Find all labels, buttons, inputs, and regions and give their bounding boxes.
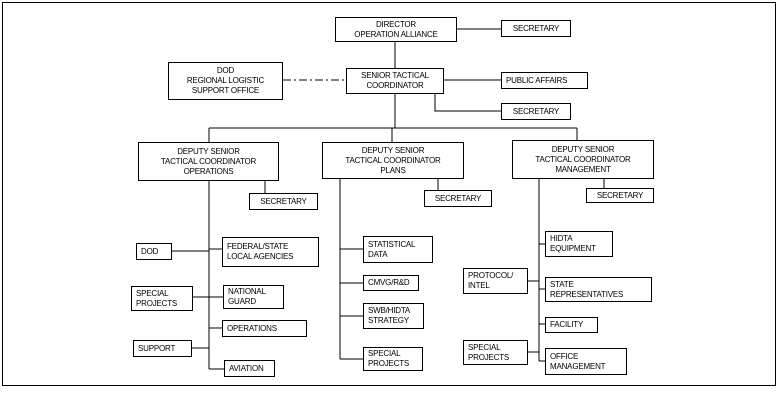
support-box: SUPPORT <box>133 340 192 357</box>
director-secretary-box: SECRETARY <box>501 20 571 37</box>
box-label-line: SUPPORT <box>138 343 176 353</box>
box-label-line: PROJECTS <box>468 352 510 362</box>
box-label-line: PUBLIC AFFAIRS <box>506 75 568 85</box>
box-label-line: LOCAL AGENCIES <box>227 252 294 261</box>
box-label-line: SECRETARY <box>260 196 307 206</box>
box-label-line: DIRECTOR <box>375 19 417 29</box>
box-label-line: PLANS <box>380 165 406 175</box>
box-label-line: MANAGEMENT <box>555 164 611 174</box>
chart-frame <box>2 2 776 386</box>
box-label-line: SUPPORT OFFICE <box>191 86 260 95</box>
box-label-line: STRATEGY <box>368 316 409 325</box>
box-label-line: PROJECTS <box>136 298 178 308</box>
plans-secretary-box: SECRETARY <box>424 190 492 207</box>
box-label-line: OPERATIONS <box>227 323 277 333</box>
box-label-line: TACTICAL COORDINATOR <box>535 154 631 164</box>
box-label-line: NATIONAL <box>228 287 266 296</box>
box-label-line: DEPUTY SENIOR <box>551 144 615 154</box>
box-label-line: SECRETARY <box>512 106 560 116</box>
protocol-intel-box: PROTOCOL/INTEL <box>463 268 528 294</box>
senior-secretary-box: SECRETARY <box>501 103 571 120</box>
box-label-line: SECRETARY <box>434 193 482 203</box>
box-label-line: DEPUTY SENIOR <box>177 146 240 156</box>
box-label-line: AVIATION <box>229 363 264 373</box>
box-label-line: SECRETARY <box>596 190 644 200</box>
box-label-line: REGIONAL LOGISTIC <box>186 76 265 85</box>
box-label-line: FACILITY <box>550 320 584 329</box>
box-label-line: GUARD <box>228 297 256 306</box>
box-label-line: PROTOCOL/ <box>468 271 514 280</box>
box-label-line: DEPUTY SENIOR <box>361 145 425 155</box>
box-label-line: OFFICE <box>550 351 579 361</box>
box-label-line: EQUIPMENT <box>550 244 596 253</box>
box-label-line: COORDINATOR <box>366 81 424 90</box>
aviation-box: AVIATION <box>224 360 275 377</box>
box-label-line: MANAGEMENT <box>550 361 606 371</box>
box-label-line: SPECIAL <box>468 342 501 352</box>
box-label-line: TACTICAL COORDINATOR <box>160 156 257 166</box>
box-label-line: INTEL <box>468 281 490 290</box>
operations-box: OPERATIONS <box>222 320 307 337</box>
box-label-line: OPERATIONS <box>183 166 234 176</box>
box-label-line: SPECIAL <box>368 349 401 358</box>
box-label-line: STATISTICAL <box>368 239 416 249</box>
facility-box: FACILITY <box>545 317 598 333</box>
box-label-line: SPECIAL <box>136 288 169 298</box>
box-label-line: DOD <box>216 66 235 75</box>
box-label-line: DOD <box>141 246 159 256</box>
box-label-line: PROJECTS <box>368 359 410 368</box>
box-label-line: OPERATION ALLIANCE <box>354 29 438 39</box>
box-label-line: DATA <box>368 249 388 259</box>
box-label-line: REPRESENTATIVES <box>550 289 624 299</box>
public-affairs-box: PUBLIC AFFAIRS <box>501 72 588 89</box>
box-label-line: TACTICAL COORDINATOR <box>345 155 441 165</box>
box-label-line: FEDERAL/STATE <box>227 242 289 251</box>
box-label-line: HIDTA <box>550 234 573 243</box>
box-label-line: CMVG/R&D <box>368 278 410 287</box>
cmvg-rd-box: CMVG/R&D <box>363 275 419 291</box>
management-secretary-box: SECRETARY <box>586 188 654 203</box>
box-label-line: SECRETARY <box>512 23 560 33</box>
box-label-line: STATE <box>550 279 574 289</box>
box-label-line: SENIOR TACTICAL <box>361 71 429 80</box>
operations-secretary-box: SECRETARY <box>249 193 318 210</box>
dod-box: DOD <box>136 243 172 260</box>
box-label-line: SWB/HIDTA <box>368 306 411 315</box>
